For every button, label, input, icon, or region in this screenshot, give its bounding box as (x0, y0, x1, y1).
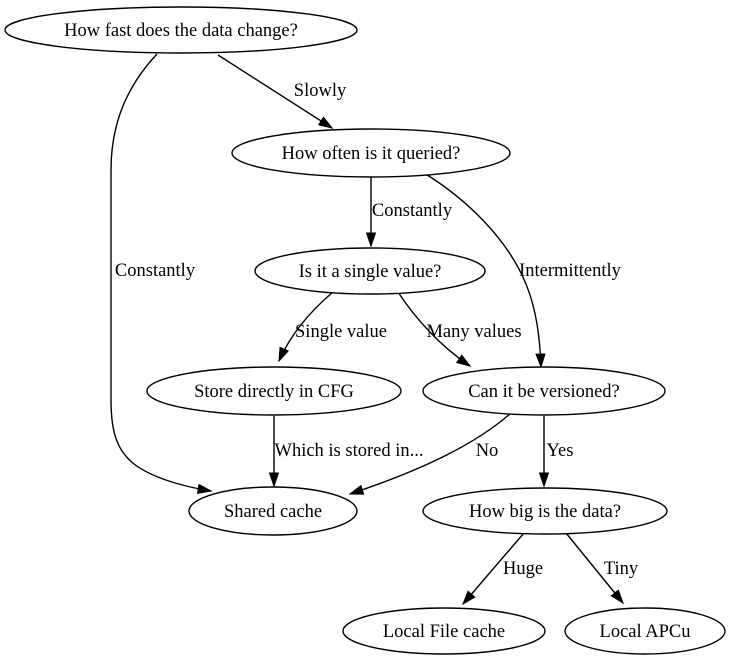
edge-howbig-apcu: Tiny (565, 532, 639, 603)
edge-line (217, 54, 332, 128)
edge-label-no: No (476, 441, 499, 461)
edge-label-yes: Yes (547, 441, 574, 461)
node-store-directly-cfg: Store directly in CFG (146, 366, 402, 416)
edge-label-many-values: Many values (426, 322, 521, 342)
edge-versioned-shared: No (350, 412, 512, 494)
node-ellipse (254, 247, 486, 295)
node-ellipse (422, 487, 668, 535)
node-how-big-is-data: How big is the data? (422, 487, 668, 535)
edge-queried-single: Constantly (371, 177, 453, 246)
edge-line (278, 291, 334, 361)
edge-label-tiny: Tiny (604, 559, 639, 579)
node-ellipse (564, 607, 726, 655)
node-ellipse (4, 6, 358, 54)
node-local-apcu: Local APCu (564, 607, 726, 655)
node-single-value-question: Is it a single value? (254, 247, 486, 295)
edge-root-shared: Constantly (110, 53, 211, 491)
node-label: How big is the data? (469, 502, 621, 522)
node-shared-cache: Shared cache (188, 486, 358, 536)
node-ellipse (422, 366, 666, 416)
edge-single-cfg: Single value (278, 291, 387, 361)
edge-root-queried: Slowly (217, 54, 347, 128)
node-label: Is it a single value? (299, 262, 442, 282)
node-can-it-be-versioned: Can it be versioned? (422, 366, 666, 416)
edge-label-huge: Huge (503, 559, 543, 579)
edge-line (350, 412, 512, 494)
edge-label-constantly-mid: Constantly (372, 201, 453, 221)
edge-line (423, 172, 541, 367)
edge-label-constantly-left: Constantly (115, 261, 196, 281)
node-how-often-queried: How often is it queried? (231, 128, 511, 178)
node-how-fast-data-change: How fast does the data change? (4, 6, 358, 54)
edge-cfg-shared: Which is stored in... (274, 416, 424, 486)
node-ellipse (231, 128, 511, 178)
edge-queried-versioned: Intermittently (423, 172, 622, 367)
node-ellipse (146, 366, 402, 416)
edge-line (463, 532, 525, 604)
node-ellipse (342, 607, 546, 655)
node-label: Shared cache (224, 502, 322, 522)
node-label: Can it be versioned? (468, 382, 620, 402)
node-ellipse (188, 486, 358, 536)
node-local-file-cache: Local File cache (342, 607, 546, 655)
node-label: Local File cache (383, 622, 505, 642)
edge-label-intermittently: Intermittently (519, 261, 621, 281)
node-label: How often is it queried? (282, 144, 461, 164)
edge-single-versioned: Many values (397, 291, 522, 366)
node-label: Store directly in CFG (194, 382, 354, 402)
edge-line (397, 291, 470, 366)
node-label: How fast does the data change? (64, 21, 298, 41)
edge-line (565, 532, 623, 603)
edge-label-single-value: Single value (295, 322, 387, 342)
edge-howbig-file: Huge (463, 532, 543, 604)
edge-label-slowly: Slowly (294, 81, 347, 101)
node-label: Local APCu (600, 622, 691, 642)
edge-versioned-howbig: Yes (544, 416, 573, 486)
edge-label-which-stored: Which is stored in... (274, 441, 423, 461)
edge-line (110, 53, 211, 491)
